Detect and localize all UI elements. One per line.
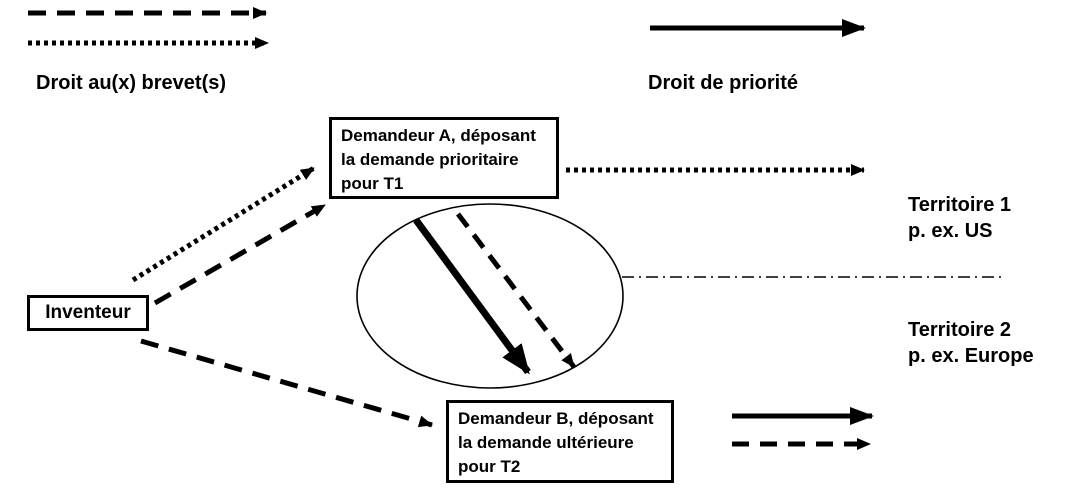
priority-right-label: Droit de priorité: [648, 72, 799, 94]
applicant-b-text-line3: pour T2: [458, 457, 521, 476]
territory-2-label: Territoire 2 p. ex. Europe: [908, 317, 1034, 369]
inventor-label: Inventeur: [45, 302, 131, 323]
applicant-a-box: Demandeur A, déposant la demande priorit…: [329, 117, 559, 199]
inventor-to-applicant-a-dashed-arrow: [153, 202, 327, 306]
territory-2-name: Territoire 2: [908, 319, 1011, 341]
inventor-to-applicant-b-dashed-arrow: [140, 338, 433, 428]
patent-right-label: Droit au(x) brevet(s): [36, 72, 227, 94]
applicant-a-text-line2: la demande prioritaire: [341, 150, 519, 169]
priority-claim-dashed-arrow: [456, 212, 576, 369]
inventor-box: Inventeur: [27, 295, 149, 331]
applicant-a-text-line1: Demandeur A, déposant: [341, 126, 536, 145]
applicant-b-text-line2: la demande ultérieure: [458, 433, 634, 452]
territory-1-name: Territoire 1: [908, 194, 1011, 216]
applicant-a-text-line3: pour T1: [341, 174, 404, 193]
applicant-b-box: Demandeur B, déposant la demande ultérie…: [446, 400, 674, 483]
priority-transfer-ellipse: [356, 203, 624, 389]
applicant-b-text-line1: Demandeur B, déposant: [458, 409, 654, 428]
priority-claim-solid-arrow: [413, 217, 531, 375]
territory-2-example: p. ex. Europe: [908, 345, 1034, 367]
territory-1-label: Territoire 1 p. ex. US: [908, 192, 1011, 244]
territory-1-example: p. ex. US: [908, 220, 993, 242]
inventor-to-applicant-a-dotted-arrow: [131, 165, 316, 283]
